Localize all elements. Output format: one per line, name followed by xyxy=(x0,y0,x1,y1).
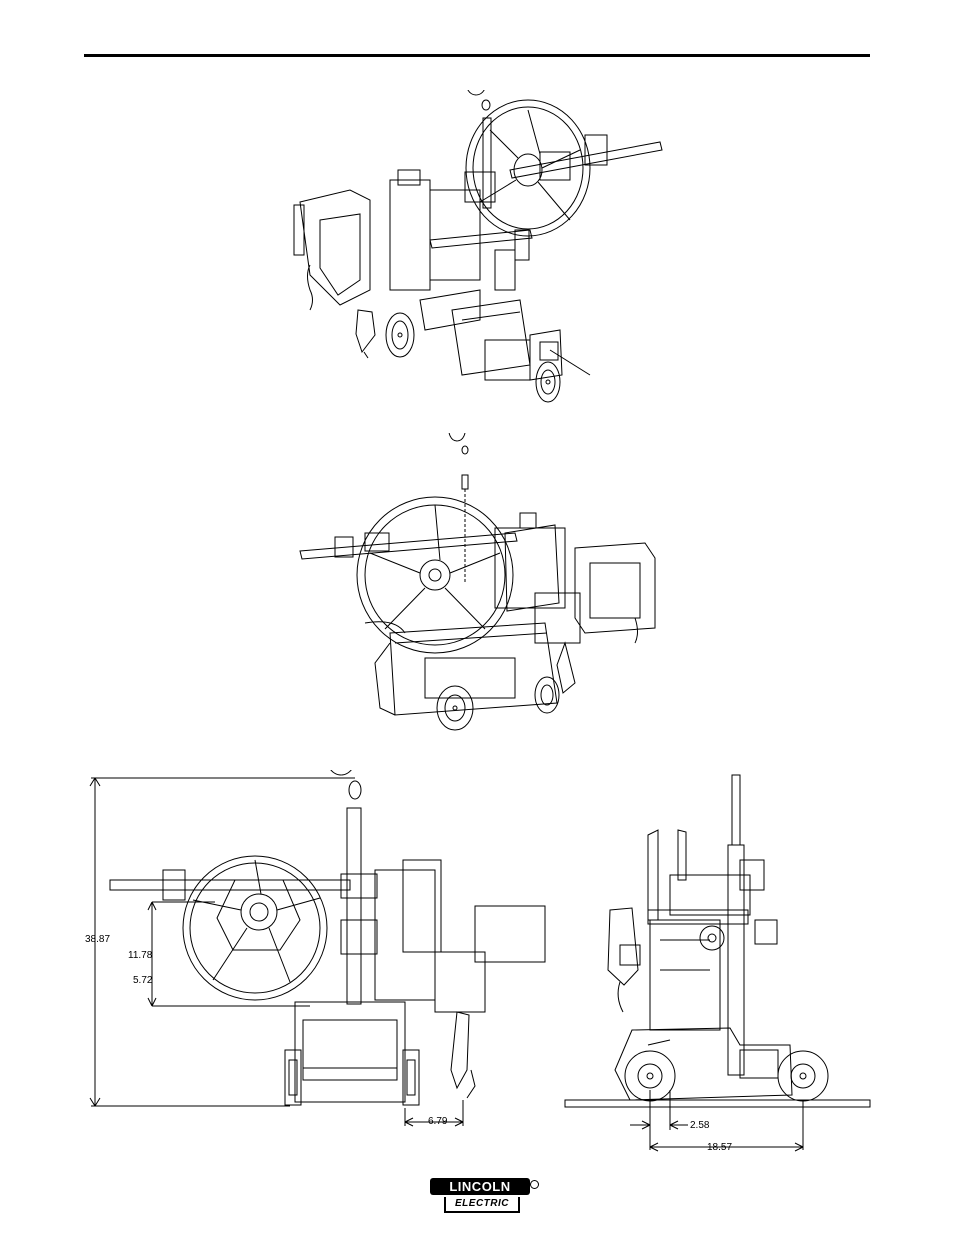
front-elevation-figure xyxy=(85,770,555,1130)
logo-top-text: LINCOLN xyxy=(430,1178,530,1195)
overall-height-dimension: 38.87 xyxy=(85,934,110,946)
registered-mark-icon xyxy=(530,1180,539,1189)
side-elevation-figure xyxy=(560,770,875,1155)
hub-height-dimension: 5.72 xyxy=(133,975,152,987)
rear-isometric-view-figure xyxy=(295,433,665,738)
logo-bottom-text: ELECTRIC xyxy=(444,1197,520,1213)
lincoln-electric-logo: LINCOLN ELECTRIC xyxy=(430,1178,538,1214)
wheel-offset-dimension: 2.58 xyxy=(690,1120,709,1132)
header-rule xyxy=(84,54,870,57)
head-offset-dimension: 6.79 xyxy=(428,1116,447,1128)
wheelbase-dimension: 18.57 xyxy=(707,1142,732,1154)
isometric-view-figure xyxy=(280,90,670,410)
rod-height-dimension: 11.78 xyxy=(128,950,152,962)
